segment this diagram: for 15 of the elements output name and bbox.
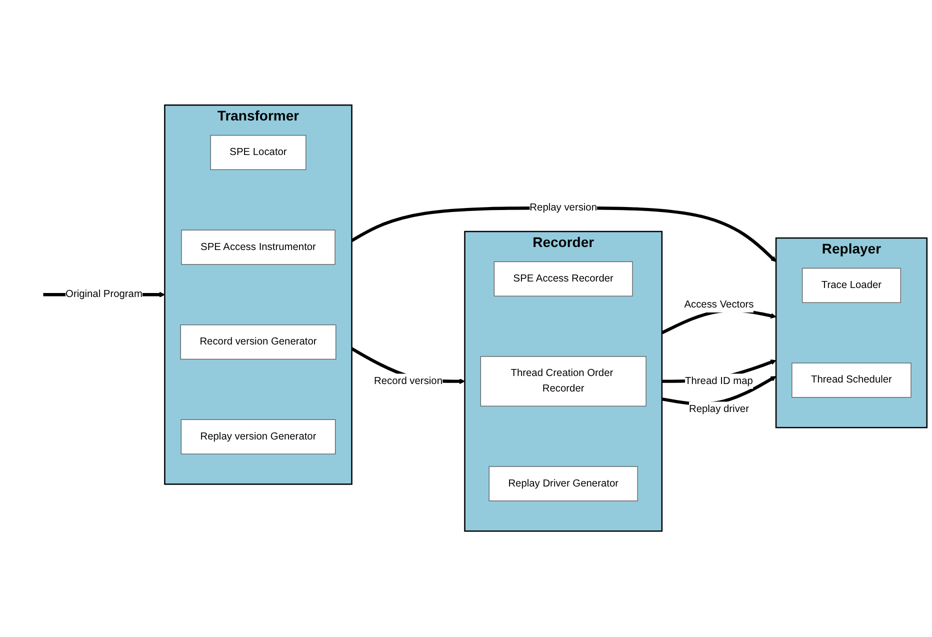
edge-label: Replay version bbox=[530, 202, 597, 214]
edge-label: Original Program bbox=[66, 289, 142, 300]
node-box: Replay Driver Generator bbox=[488, 466, 638, 502]
node-box: Thread Scheduler bbox=[792, 363, 912, 398]
edge-label: Record version bbox=[374, 376, 442, 387]
node-box: Record version Generator bbox=[180, 324, 336, 360]
node-box: SPE Access Instrumentor bbox=[181, 230, 336, 266]
node-box: Thread Creation Order Recorder bbox=[480, 356, 646, 407]
node-box: Replay version Generator bbox=[180, 420, 336, 455]
node-box: Trace Loader bbox=[802, 268, 901, 304]
edge-label: Replay driver bbox=[689, 404, 749, 415]
node-box: SPE Access Recorder bbox=[494, 262, 633, 297]
edge-label: Thread ID map bbox=[685, 376, 753, 387]
edge-label: Access Vectors bbox=[684, 299, 754, 310]
node-box: SPE Locator bbox=[210, 135, 306, 170]
